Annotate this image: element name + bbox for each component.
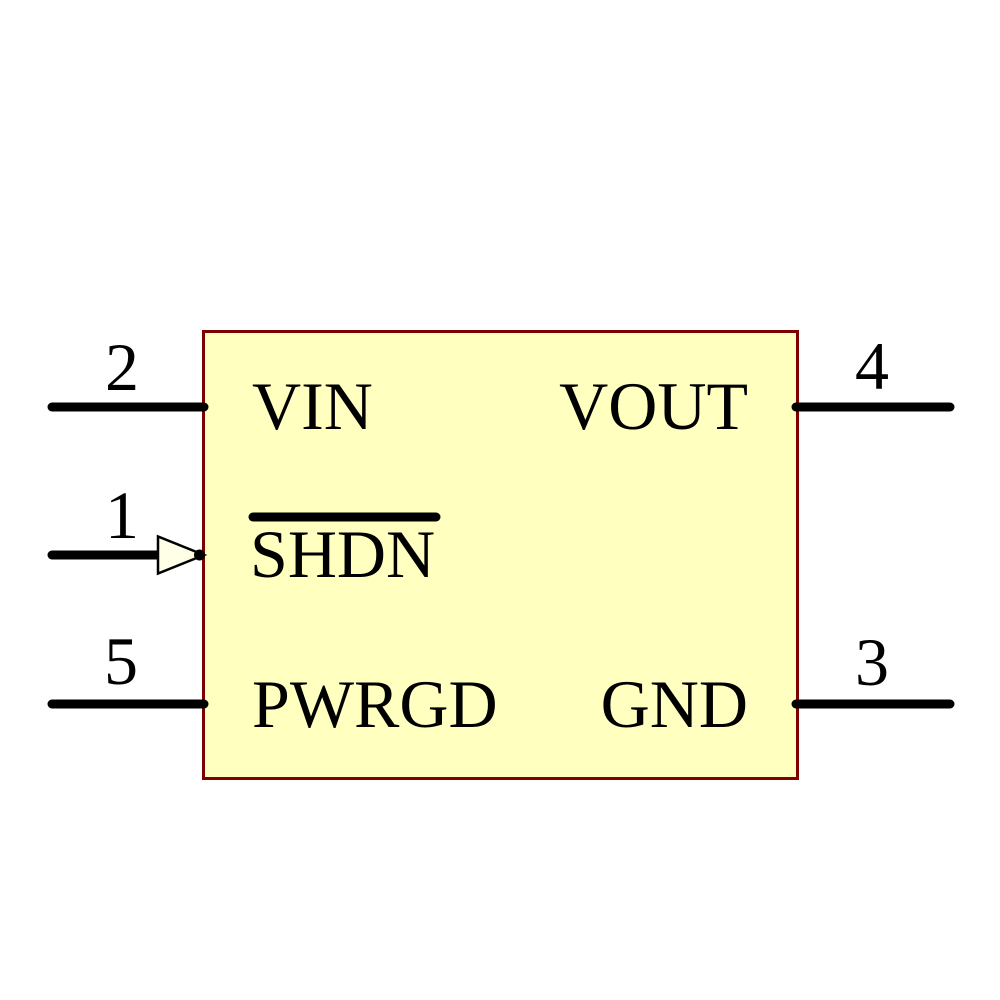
pin-label-gnd: GND <box>601 666 748 742</box>
pin-label-vout: VOUT <box>559 368 748 444</box>
pin-junction-dot <box>194 549 205 561</box>
pin-label-vin: VIN <box>252 368 373 444</box>
pin-number-gnd: 3 <box>855 624 889 700</box>
pin-number-vout: 4 <box>855 328 889 404</box>
pin-number-shdn: 1 <box>105 477 139 553</box>
pin-number-pwrgd: 5 <box>104 623 138 699</box>
input-arrow-icon <box>156 534 208 576</box>
pin-number-vin: 2 <box>105 329 139 405</box>
ic-body <box>202 330 799 780</box>
pin-label-shdn: SHDN <box>250 516 435 592</box>
pin-label-pwrgd: PWRGD <box>252 666 498 742</box>
